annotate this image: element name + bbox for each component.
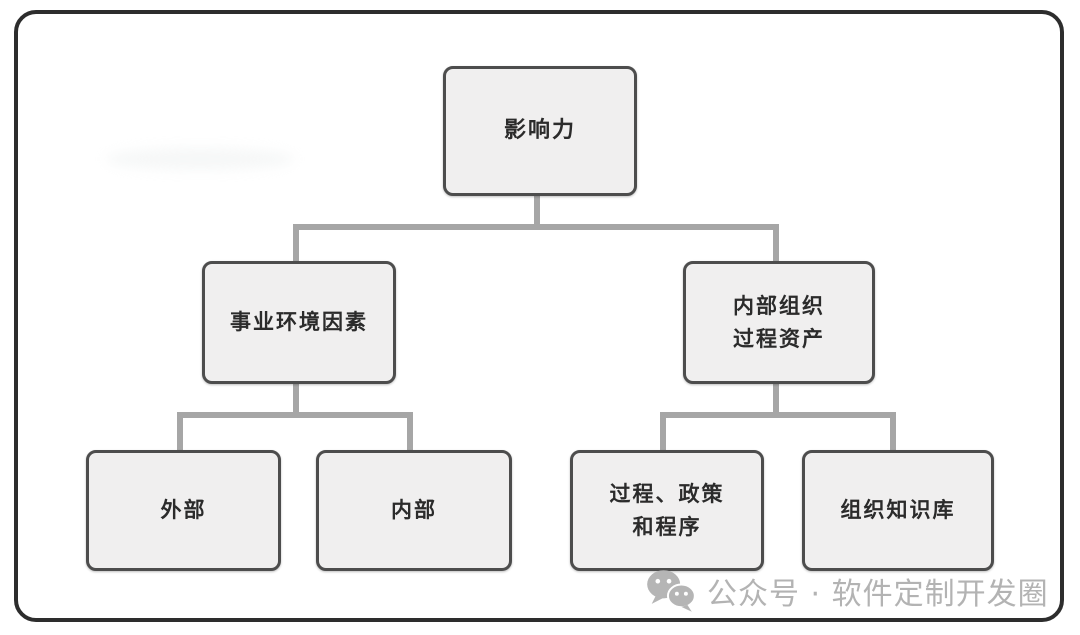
watermark: 公众号 · 软件定制开发圈 xyxy=(645,568,1049,614)
connector-left-bracket xyxy=(177,412,413,452)
node-external: 外部 xyxy=(86,450,281,571)
node-external-label: 外部 xyxy=(160,498,207,523)
node-opa-label: 内部组织 过程资产 xyxy=(733,293,825,351)
node-internal-label: 内部 xyxy=(391,498,437,523)
wechat-icon xyxy=(647,570,696,612)
node-knowledge-label: 组织知识库 xyxy=(840,498,956,523)
connector-right-bracket xyxy=(660,412,896,452)
node-eef-label: 事业环境因素 xyxy=(230,310,368,335)
node-influence: 影响力 xyxy=(443,66,637,196)
node-enterprise-environmental-factors: 事业环境因素 xyxy=(202,261,396,384)
faded-watermark-smudge xyxy=(105,148,295,170)
watermark-text: 公众号 · 软件定制开发圈 xyxy=(707,577,1049,612)
node-influence-label: 影响力 xyxy=(503,117,576,143)
connector-level1-bracket xyxy=(293,224,779,263)
node-organizational-process-assets: 内部组织 过程资产 xyxy=(683,261,875,384)
node-internal: 内部 xyxy=(316,450,512,571)
node-processes-policies-procedures: 过程、政策 和程序 xyxy=(570,450,764,571)
node-organizational-knowledge-base: 组织知识库 xyxy=(802,450,994,571)
node-processes-label: 过程、政策 和程序 xyxy=(609,481,725,539)
